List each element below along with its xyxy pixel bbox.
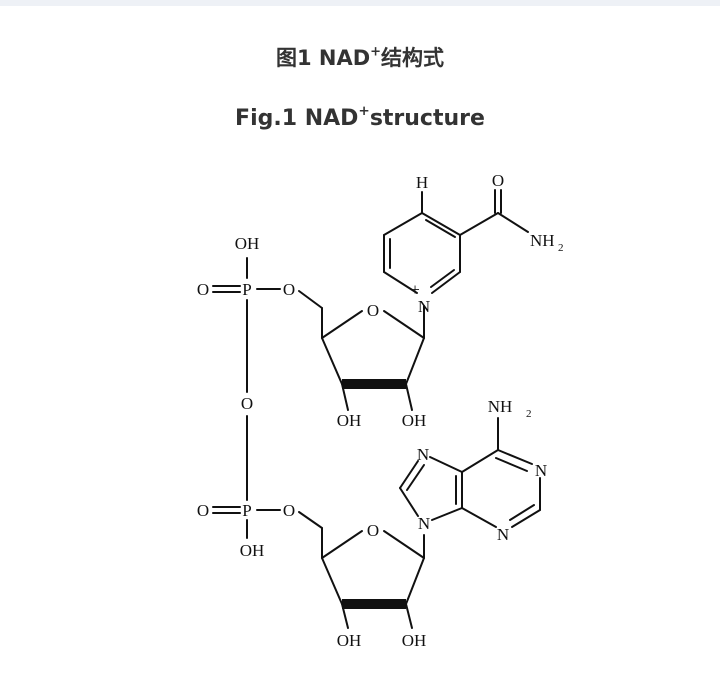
bond-c1-c2-bottom — [405, 557, 425, 605]
bond-c3-oh — [341, 383, 349, 411]
ribose-top-oh-right-label: OH — [402, 411, 427, 430]
bridge-oxygen: O — [241, 394, 253, 501]
bond-c4-o — [321, 310, 363, 339]
p2-o-double-label: O — [197, 501, 209, 520]
bond-c2-oh — [405, 383, 413, 411]
figure-caption-english: Fig.1 NAD+structure — [0, 103, 720, 131]
adenine-n1-label: N — [535, 461, 547, 480]
bond-c-n-amide — [497, 212, 529, 233]
nicotinamide: N + H O NH 2 — [383, 171, 564, 316]
bond-c5-c6 — [461, 449, 499, 473]
nicotinamide-h-label: H — [416, 173, 428, 192]
bond-c4-c3 — [321, 337, 343, 385]
bond-n7-c8 — [399, 460, 419, 489]
figure-caption-chinese: 图1 NAD+结构式 — [0, 42, 720, 72]
caption-cn-prefix: 图1 NAD — [275, 46, 371, 70]
p1-o-link-label: O — [283, 280, 295, 299]
adenine: NH 2 N N N N — [399, 397, 547, 544]
bond-c3-oh-bottom — [341, 603, 349, 629]
nicotinamide-nh-label: NH — [530, 231, 555, 250]
bond-c1-c2 — [405, 337, 425, 385]
adenine-nh-subscript: 2 — [526, 408, 532, 420]
bond-c4-c3-inner — [425, 219, 456, 238]
nicotinamide-carbonyl-o-label: O — [492, 171, 504, 190]
bond-o-c5 — [298, 290, 323, 309]
bond-n9-c4 — [431, 507, 463, 521]
adenine-n9-label: N — [418, 514, 430, 533]
p2-label: P — [242, 501, 251, 520]
ribose-bottom-oh-right-label: OH — [402, 631, 427, 650]
adenine-nh-label: NH — [488, 397, 513, 416]
bond-c2-n3 — [511, 509, 541, 528]
bond-n3-c4 — [461, 507, 497, 528]
nicotinamide-nh-subscript: 2 — [558, 242, 564, 254]
top-bar — [0, 0, 720, 6]
bond-c8-n9 — [399, 487, 419, 517]
ribose-bottom-oh-left-label: OH — [337, 631, 362, 650]
bond-c5-c4 — [383, 212, 423, 236]
bond-c4-o-bottom — [321, 530, 363, 559]
ribose-top-oh-left-label: OH — [337, 411, 362, 430]
caption-cn-suffix: 结构式 — [381, 46, 445, 70]
bond-n7-c8-inner — [406, 464, 425, 491]
ribose-top-o-label: O — [367, 301, 379, 320]
bond-c2-oh-bottom — [405, 603, 413, 629]
bond-o-c5-bottom — [298, 511, 323, 529]
adenine-n3-label: N — [497, 525, 509, 544]
bond-o-c1 — [383, 310, 425, 339]
bond-o-c1-bottom — [383, 530, 425, 559]
bond-c2-n-inner — [430, 269, 455, 288]
nicotinamide-n-label: N — [418, 297, 430, 316]
ribose-bottom: O OH OH — [321, 521, 427, 650]
bond-c6-n1-inner — [495, 457, 528, 472]
bond-c3-camide — [459, 212, 499, 236]
bond-c2-n — [431, 271, 461, 294]
phosphate-top: OH O P O — [197, 234, 323, 393]
p2-o-link-label: O — [283, 501, 295, 520]
bond-c6-n1 — [497, 449, 533, 465]
bond-n-c6 — [383, 271, 418, 294]
p1-label: P — [242, 280, 251, 299]
adenine-n7-label: N — [417, 445, 429, 464]
bond-c2-n3-inner — [509, 504, 535, 521]
bridge-o-label: O — [241, 394, 253, 413]
caption-en-superscript: + — [358, 103, 370, 120]
caption-en-suffix: structure — [369, 106, 485, 131]
p1-oh-label: OH — [235, 234, 260, 253]
ribose-bottom-o-label: O — [367, 521, 379, 540]
nicotinamide-charge-label: + — [410, 280, 420, 299]
caption-cn-superscript: + — [370, 44, 382, 60]
bond-c3-c2-bold-bottom — [342, 599, 406, 609]
caption-en-prefix: Fig.1 NAD — [235, 106, 359, 131]
ribose-top: O OH OH — [321, 301, 427, 430]
p2-oh-label: OH — [240, 541, 265, 560]
bond-c5-n7 — [429, 456, 463, 473]
p1-o-double-label: O — [197, 280, 209, 299]
bond-c4-c3 — [421, 212, 461, 236]
bond-c3-c2-bold — [342, 379, 406, 389]
bond-c4-c3-bottom — [321, 557, 343, 605]
phosphate-bottom: O P O OH — [197, 501, 323, 560]
